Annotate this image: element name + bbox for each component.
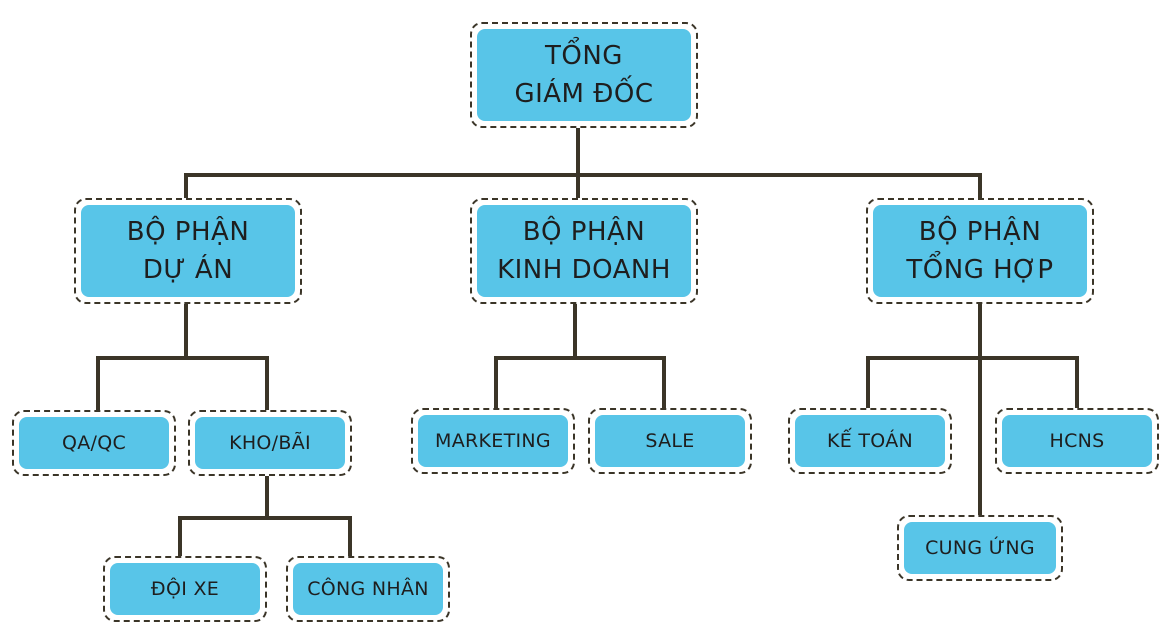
node-sales-dept-box: BỘ PHẬN KINH DOANH: [477, 205, 691, 297]
node-ceo-box: TỔNG GIÁM ĐỐC: [477, 29, 691, 121]
node-marketing-label: MARKETING: [418, 415, 568, 467]
node-project-dept-label-line2: DỰ ÁN: [142, 255, 234, 285]
node-sale-label: SALE: [595, 415, 745, 467]
node-project-dept: BỘ PHẬN DỰ ÁN: [74, 198, 302, 304]
node-project-dept-box: BỘ PHẬN DỰ ÁN: [81, 205, 295, 297]
node-ceo-label-line2: GIÁM ĐỐC: [514, 79, 654, 109]
node-sales-dept-label-line1: BỘ PHẬN: [522, 217, 646, 247]
node-qa-qc-label: QA/QC: [19, 417, 169, 469]
node-marketing: MARKETING: [411, 408, 575, 474]
node-sales-dept-label-line2: KINH DOANH: [497, 255, 671, 285]
node-supply: CUNG ỨNG: [897, 515, 1063, 581]
node-accounting-label: KẾ TOÁN: [795, 415, 945, 467]
node-fleet: ĐỘI XE: [103, 556, 267, 622]
node-general-dept-label-line1: BỘ PHẬN: [918, 217, 1042, 247]
node-accounting: KẾ TOÁN: [788, 408, 952, 474]
node-general-dept-label-line2: TỔNG HỢP: [906, 255, 1054, 285]
node-workers: CÔNG NHÂN: [286, 556, 450, 622]
node-fleet-label: ĐỘI XE: [110, 563, 260, 615]
node-qa-qc: QA/QC: [12, 410, 176, 476]
node-sales-dept: BỘ PHẬN KINH DOANH: [470, 198, 698, 304]
node-supply-label: CUNG ỨNG: [904, 522, 1056, 574]
node-project-dept-label-line1: BỘ PHẬN: [126, 217, 250, 247]
node-workers-label: CÔNG NHÂN: [293, 563, 443, 615]
node-warehouse: KHO/BÃI: [188, 410, 352, 476]
node-ceo-label-line1: TỔNG: [545, 41, 623, 71]
node-sale: SALE: [588, 408, 752, 474]
node-hr-admin-label: HCNS: [1002, 415, 1152, 467]
node-hr-admin: HCNS: [995, 408, 1159, 474]
node-warehouse-label: KHO/BÃI: [195, 417, 345, 469]
node-general-dept: BỘ PHẬN TỔNG HỢP: [866, 198, 1094, 304]
node-general-dept-box: BỘ PHẬN TỔNG HỢP: [873, 205, 1087, 297]
node-ceo: TỔNG GIÁM ĐỐC: [470, 22, 698, 128]
